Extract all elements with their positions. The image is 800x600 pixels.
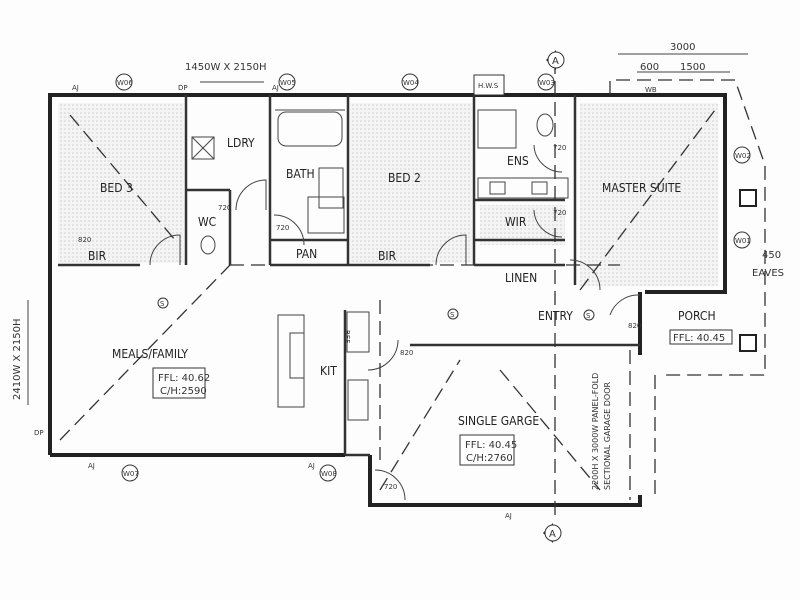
garage-door-spec-2: SECTIONAL GARAGE DOOR	[603, 381, 612, 490]
room-bed3: BED 3	[100, 181, 133, 195]
top-window-dim: 1450W X 2150H	[185, 62, 267, 73]
window-tags: W06 W05 W04 W03 W02 W01 W07 W08	[115, 73, 751, 482]
porch-ffl: FFL: 40.45	[673, 333, 725, 344]
room-labels: BED 3 LDRY BATH BED 2 ENS MASTER SUITE W…	[88, 82, 716, 428]
aj-marker: AJ	[505, 512, 512, 520]
external-walls	[48, 93, 727, 507]
room-entry: ENTRY	[538, 309, 573, 323]
smoke-detector: S	[160, 300, 165, 308]
window-tag-w08: W08	[321, 470, 337, 478]
room-bir-2: BIR	[378, 249, 397, 263]
room-master-suite: MASTER SUITE	[602, 181, 681, 195]
eaves-label: EAVES	[752, 268, 784, 279]
dp-marker: DP	[178, 84, 188, 92]
door-size: 720	[384, 483, 397, 491]
aj-marker: AJ	[272, 84, 279, 92]
aj-marker: AJ	[88, 462, 95, 470]
meals-ffl: FFL: 40.62	[158, 373, 210, 384]
smoke-detector: S	[450, 311, 455, 319]
dim-3000: 3000	[670, 42, 695, 53]
door-swings	[149, 144, 641, 501]
door-size: 720	[553, 144, 566, 152]
room-kit: KIT	[320, 364, 337, 378]
room-porch: PORCH	[678, 309, 716, 323]
door-size: 820	[78, 236, 91, 244]
aj-marker: AJ	[308, 462, 315, 470]
side-window-dim: 2410W X 2150H	[12, 318, 23, 400]
window-tag-w02: W02	[735, 152, 751, 160]
room-bed2: BED 2	[388, 171, 421, 185]
dp-marker: DP	[34, 429, 44, 437]
aj-marker: AJ	[72, 84, 79, 92]
smoke-detectors: S S S	[157, 297, 595, 321]
garage-door-spec-1: 2200H X 3000W PANEL-FOLD	[591, 373, 600, 490]
door-size: 820	[400, 349, 413, 357]
door-size: 720	[553, 209, 566, 217]
fridge-label: REF	[343, 330, 351, 343]
dimensions: 1450W X 2150H 2410W X 2150H 3000 600 150…	[12, 42, 784, 491]
room-wc: WC	[198, 215, 216, 229]
porch-posts	[473, 74, 757, 352]
dim-1500: 1500	[680, 62, 705, 73]
window-tag-w07: W07	[123, 470, 139, 478]
meals-ch: C/H:2590	[160, 386, 207, 397]
window-tag-w03: W03	[539, 79, 555, 87]
window-tag-w04: W04	[403, 79, 419, 87]
section-markers: A A	[543, 50, 565, 543]
garage-ffl: FFL: 40.45	[465, 440, 517, 451]
room-ldry: LDRY	[227, 136, 255, 150]
room-pan: PAN	[296, 247, 317, 261]
section-marker-bottom: A	[549, 529, 556, 540]
room-meals-family: MEALS/FAMILY	[112, 347, 188, 361]
hws-label: H.W.S	[478, 82, 499, 90]
room-bath: BATH	[286, 167, 315, 181]
room-single-garage: SINGLE GARGE	[458, 414, 539, 428]
wb-label: WB	[645, 86, 657, 94]
room-wir: WIR	[505, 215, 527, 229]
roof-lines	[59, 60, 766, 515]
eaves-value: 450	[762, 250, 781, 261]
window-tag-w05: W05	[280, 79, 296, 87]
window-tag-w01: W01	[735, 237, 751, 245]
room-bir-1: BIR	[88, 249, 107, 263]
level-boxes: FFL: 40.62 C/H:2590 FFL: 40.45 C/H:2760 …	[152, 329, 733, 466]
room-linen: LINEN	[505, 271, 537, 285]
room-ens: ENS	[507, 154, 529, 168]
dim-600: 600	[640, 62, 659, 73]
door-size: 720	[276, 224, 289, 232]
door-size: 820	[628, 322, 641, 330]
smoke-detector: S	[586, 312, 591, 320]
carpet-areas	[58, 103, 718, 286]
section-marker-top: A	[552, 56, 559, 67]
downpipe-markers: AJ DP AJ AJ AJ AJ DP	[34, 84, 512, 520]
door-size: 720	[218, 204, 231, 212]
window-tag-w06: W06	[117, 79, 133, 87]
garage-ch: C/H:2760	[466, 453, 513, 464]
